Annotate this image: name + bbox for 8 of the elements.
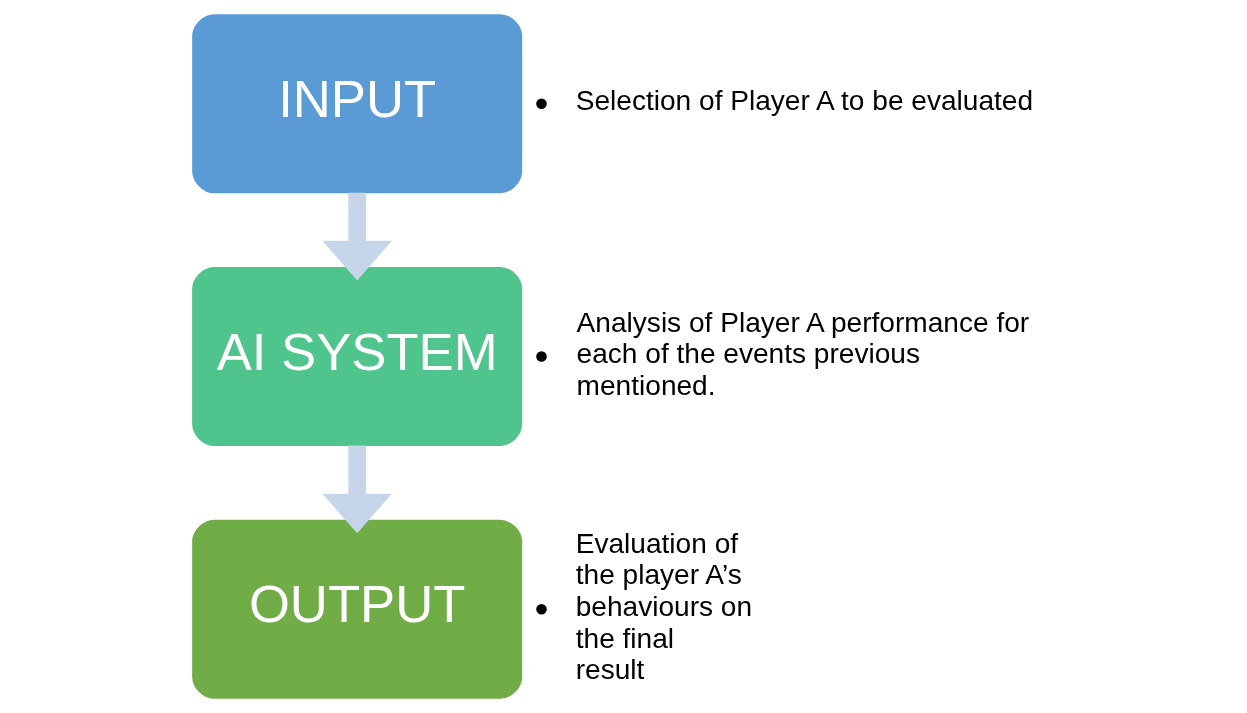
node-label: Selection of Player A to be evaluated [575,85,1033,117]
node-box: INPUT [191,14,522,194]
arrow [321,445,392,534]
node-label: Evaluation of the player A’s behaviours on the final result [575,527,752,686]
arrow [321,192,392,281]
node-box: OUTPUT [191,519,522,699]
node-label: Analysis of Player A performance for each of the events previous mentioned. [576,306,1029,401]
node-box: AI SYSTEM [191,266,522,447]
